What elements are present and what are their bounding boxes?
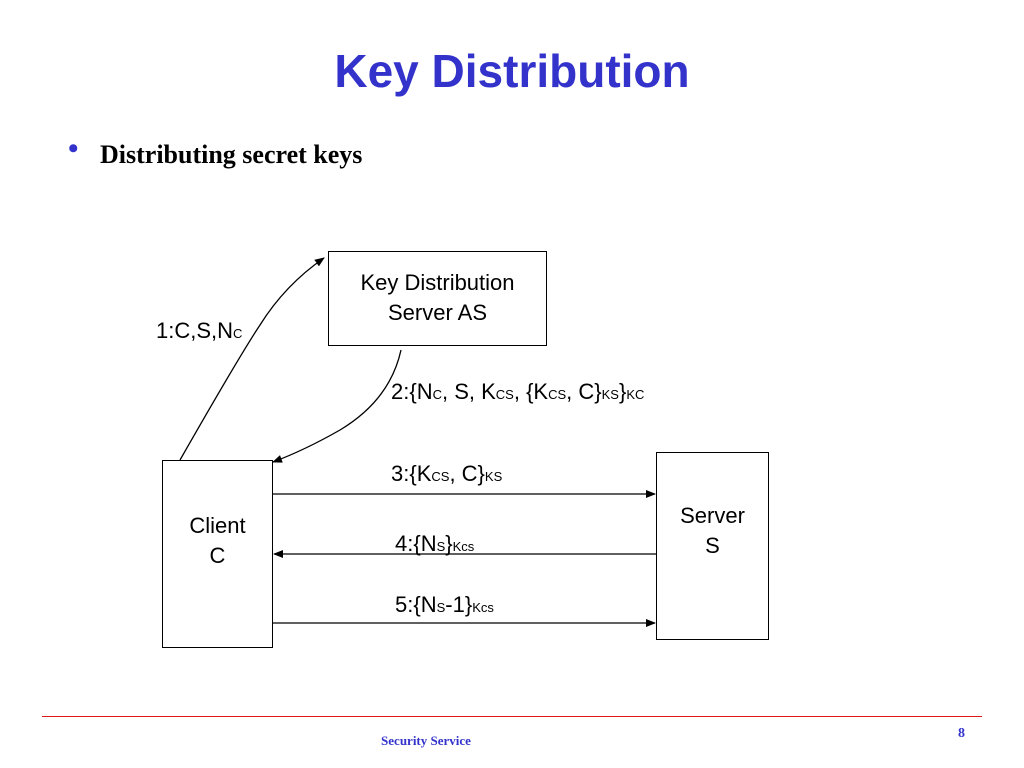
arrow-client-to-kds [179,257,325,461]
message-2-label: 2:{NC, S, KCS, {KCS, C}KS}KC [391,379,645,404]
footer-text: Security Service [381,733,471,748]
bullet-dot-icon: • [68,132,79,165]
footer-divider [42,716,982,717]
message-5-label: 5:{NS-1}Kcs [395,592,494,617]
bullet-text: Distributing secret keys [100,140,363,169]
message-1-label: 1:C,S,NC [156,318,243,343]
message-3-label: 3:{KCS, C}KS [391,461,503,486]
slide-title: Key Distribution [334,45,690,97]
server-label-line2: S [705,532,720,558]
server-box: Server S [656,452,769,640]
server-label-line1: Server [680,503,745,528]
kds-label-line2: Server AS [387,299,488,325]
client-box: Client C [162,460,273,648]
arrow-kds-to-client [272,349,402,463]
client-label-line2: C [209,542,226,568]
message-4-label: 4:{NS}Kcs [395,531,475,556]
page-number: 8 [958,726,965,741]
key-distribution-server-box: Key Distribution Server AS [328,251,547,346]
kds-label-line1: Key Distribution [360,270,515,295]
client-label-line1: Client [189,513,246,538]
